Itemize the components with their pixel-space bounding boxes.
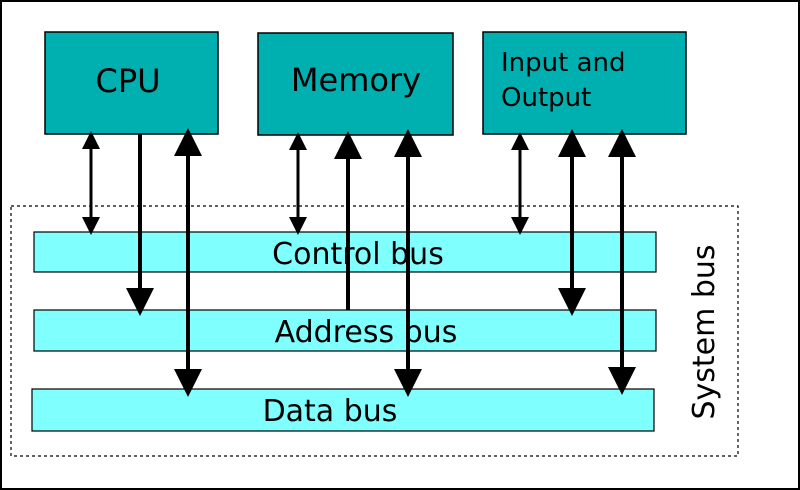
cpu-block: CPU	[44, 31, 219, 135]
io-label-line1: Input and	[501, 48, 626, 78]
address-bus-label: Address bus	[275, 315, 458, 350]
memory-label: Memory	[291, 61, 421, 99]
io-label-line2: Output	[501, 83, 591, 113]
cpu-label: CPU	[95, 62, 160, 100]
data-bus-label: Data bus	[263, 394, 398, 429]
io-block: Input and Output	[482, 31, 687, 135]
system-bus-boundary	[10, 205, 739, 457]
address-bus: Address bus	[33, 309, 657, 352]
memory-block: Memory	[257, 32, 454, 136]
control-bus: Control bus	[33, 231, 657, 273]
control-bus-label: Control bus	[272, 237, 444, 272]
data-bus: Data bus	[31, 388, 655, 432]
system-bus-label: System bus	[687, 244, 722, 419]
